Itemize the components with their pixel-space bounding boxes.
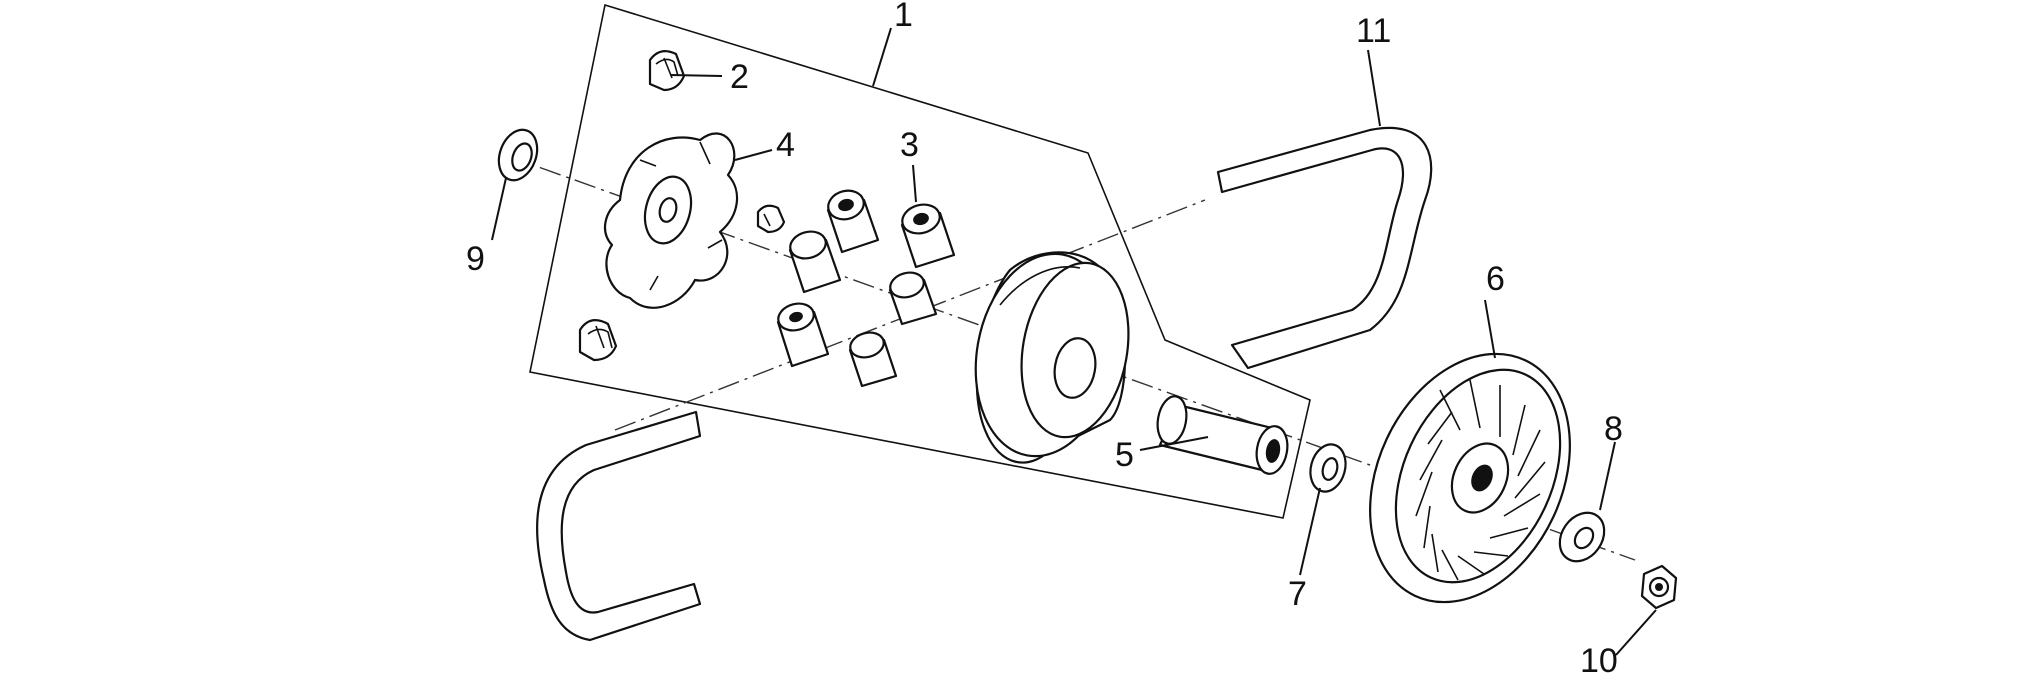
callout-7: 7 xyxy=(1288,575,1307,613)
ramp-plate-part xyxy=(603,132,739,309)
roller-part-4 xyxy=(888,271,938,326)
roller-part-3 xyxy=(788,230,842,294)
callout-8: 8 xyxy=(1604,410,1623,448)
small-guide-part xyxy=(756,204,786,234)
callout-3: 3 xyxy=(900,126,919,164)
callout-labels: 1 2 3 4 5 6 7 8 9 10 11 xyxy=(466,0,1623,675)
drive-belt-right-part xyxy=(1216,126,1433,370)
roller-part-6 xyxy=(848,331,898,388)
callout-6: 6 xyxy=(1486,260,1505,298)
callout-9: 9 xyxy=(466,240,485,278)
callout-1: 1 xyxy=(894,0,913,34)
callout-11: 11 xyxy=(1356,12,1391,50)
bushing-sleeve-part xyxy=(1156,395,1289,475)
fan-impeller-part xyxy=(1369,352,1571,604)
seal-ring-part xyxy=(497,128,539,182)
pulley-disc-part xyxy=(974,251,1130,464)
leader-lines xyxy=(491,27,1657,656)
callout-10: 10 xyxy=(1580,642,1618,675)
roller-part-2 xyxy=(900,203,956,269)
callout-5: 5 xyxy=(1115,436,1134,474)
roller-part-1 xyxy=(826,189,880,254)
nut-part xyxy=(1640,564,1678,610)
slider-clip-part-lower xyxy=(578,319,618,362)
roller-part-5 xyxy=(776,302,830,368)
drive-belt-left-part xyxy=(536,410,702,642)
washer-part-7 xyxy=(1309,443,1347,493)
kit-boundary xyxy=(529,3,1311,519)
slider-clip-part xyxy=(648,49,686,92)
callout-2: 2 xyxy=(730,58,749,96)
washer-part-8 xyxy=(1558,511,1606,563)
callout-4: 4 xyxy=(776,126,795,164)
